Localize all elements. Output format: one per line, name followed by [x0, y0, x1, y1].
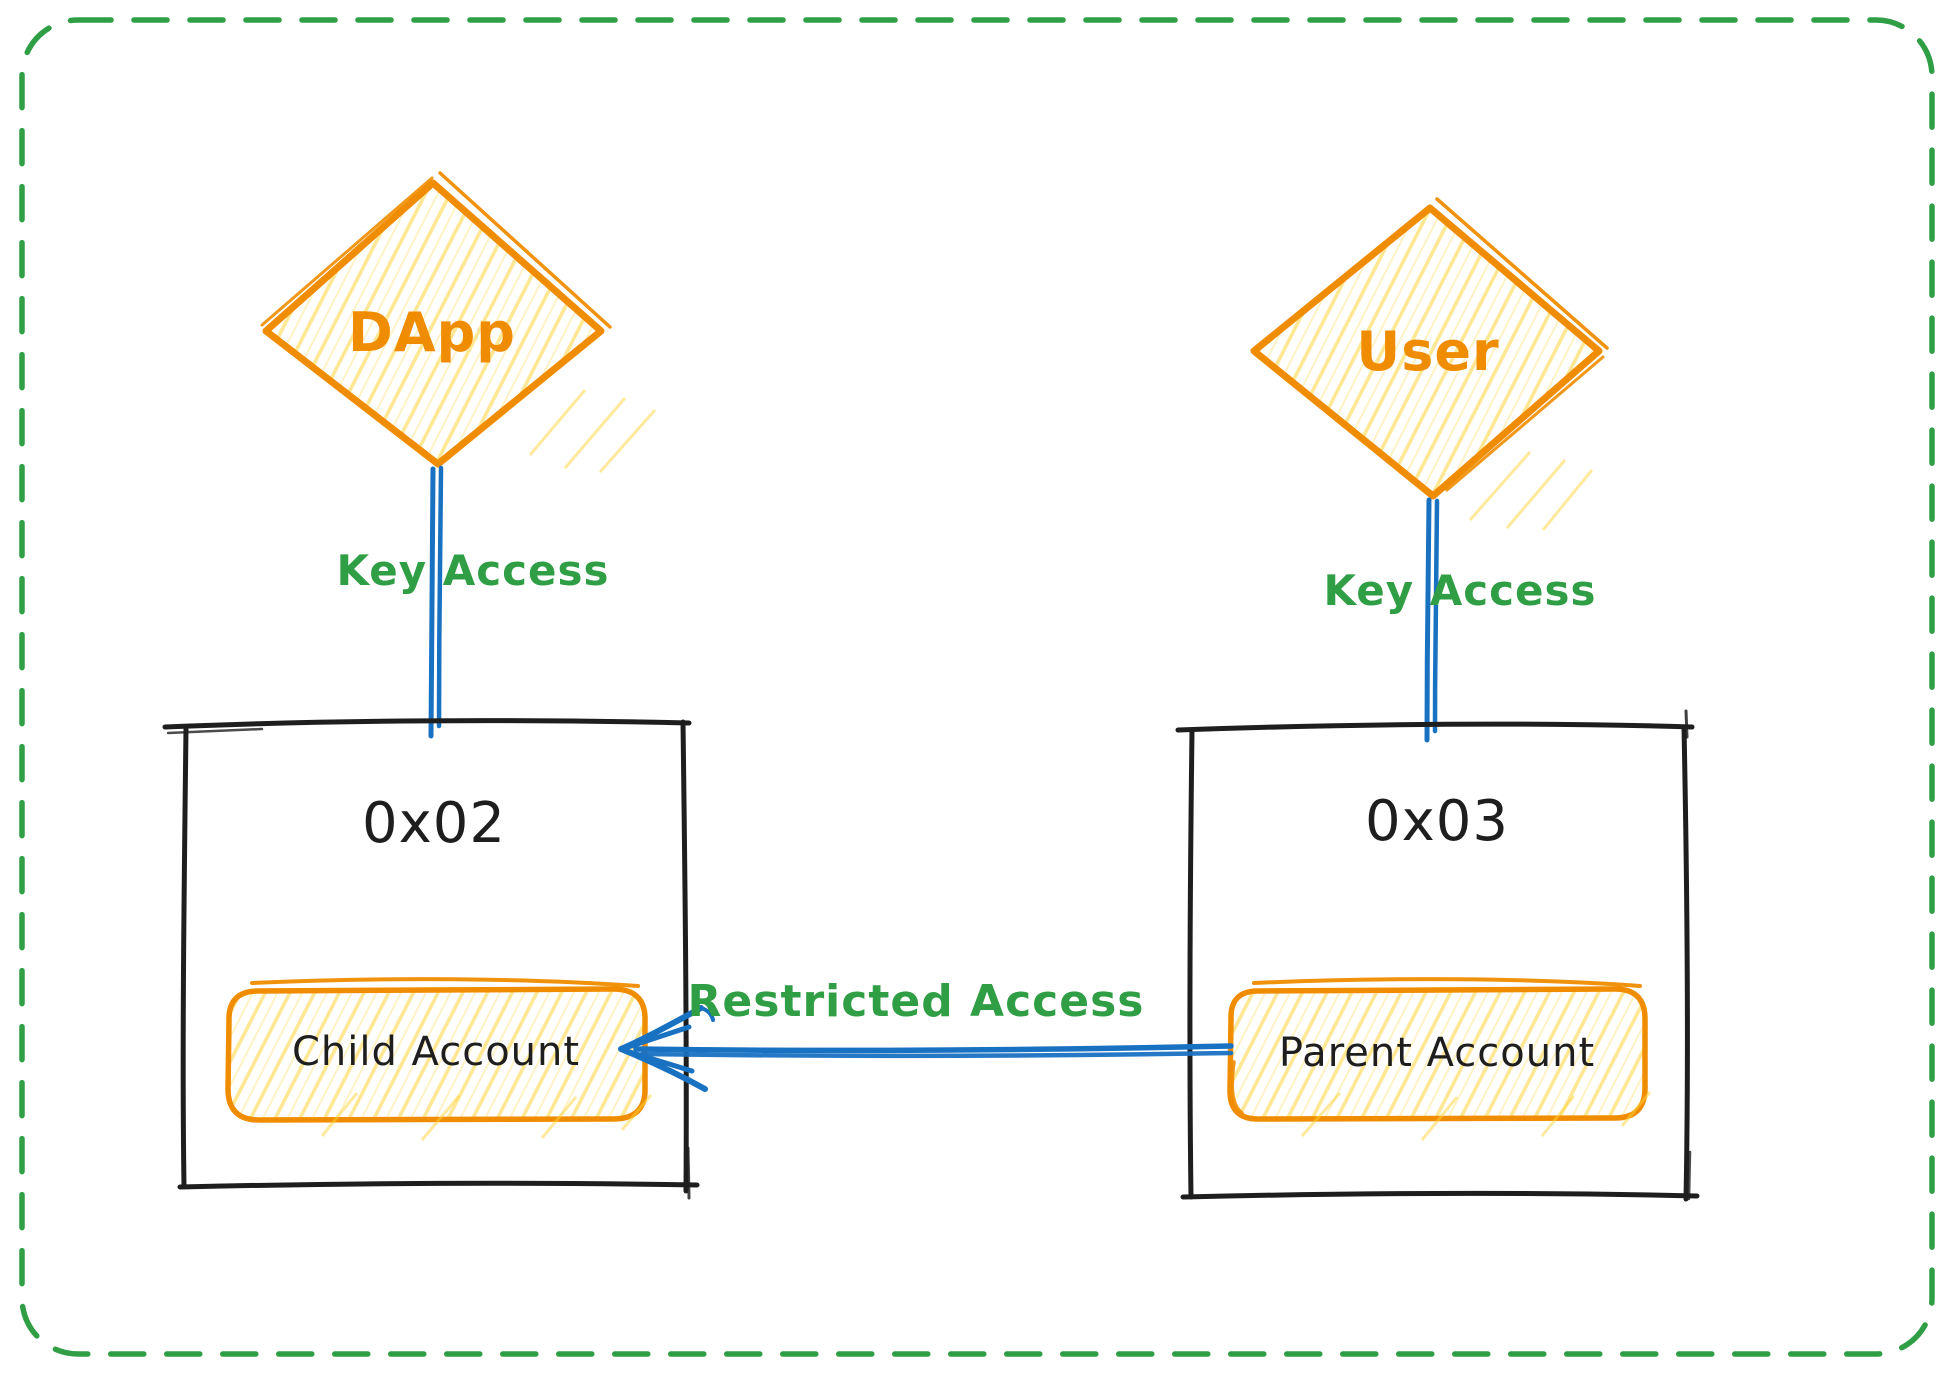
child-account-pill	[225, 977, 653, 1141]
edge-user-key-access	[1424, 497, 1440, 743]
parent-account-pill-shape	[1227, 986, 1648, 1122]
parent-account-sketch-stroke	[1252, 977, 1642, 988]
hatch-spill	[1468, 451, 1594, 531]
edge-dapp-key-access	[428, 465, 444, 739]
account-address-label-right: 0x03	[1365, 789, 1509, 854]
dapp-label: DApp	[348, 301, 516, 364]
dapp-diamond-sketch-stroke	[260, 176, 434, 327]
dashed-frame-border	[19, 17, 1935, 1357]
parent-account-label: Parent Account	[1279, 1030, 1595, 1076]
child-account-sketch-stroke	[250, 977, 640, 988]
restricted-access-arrow	[618, 1005, 1234, 1092]
hatch-spill	[1300, 1091, 1652, 1141]
key-access-label-left: Key Access	[336, 546, 609, 595]
account-box-0x02	[162, 718, 700, 1200]
user-diamond-sketch-stroke	[1445, 355, 1605, 492]
user-diamond-shape	[1250, 204, 1603, 500]
parent-account-sketch-stroke	[1230, 1060, 1244, 1115]
hatch-spill	[320, 1092, 653, 1141]
user-diamond	[1250, 197, 1609, 531]
hatch-spill	[528, 389, 657, 473]
restricted-access-label: Restricted Access	[688, 976, 1145, 1027]
dapp-diamond-sketch-stroke	[438, 171, 612, 329]
child-account-label: Child Account	[292, 1029, 580, 1075]
dapp-diamond-shape	[262, 179, 605, 468]
child-account-pill-shape	[225, 986, 648, 1123]
dapp-diamond	[260, 171, 657, 473]
user-label: User	[1356, 320, 1499, 383]
account-box-0x03	[1175, 709, 1700, 1202]
account-address-label-left: 0x02	[362, 791, 506, 856]
key-access-label-right: Key Access	[1323, 566, 1596, 615]
parent-account-pill	[1227, 977, 1652, 1141]
user-diamond-sketch-stroke	[1435, 197, 1609, 350]
